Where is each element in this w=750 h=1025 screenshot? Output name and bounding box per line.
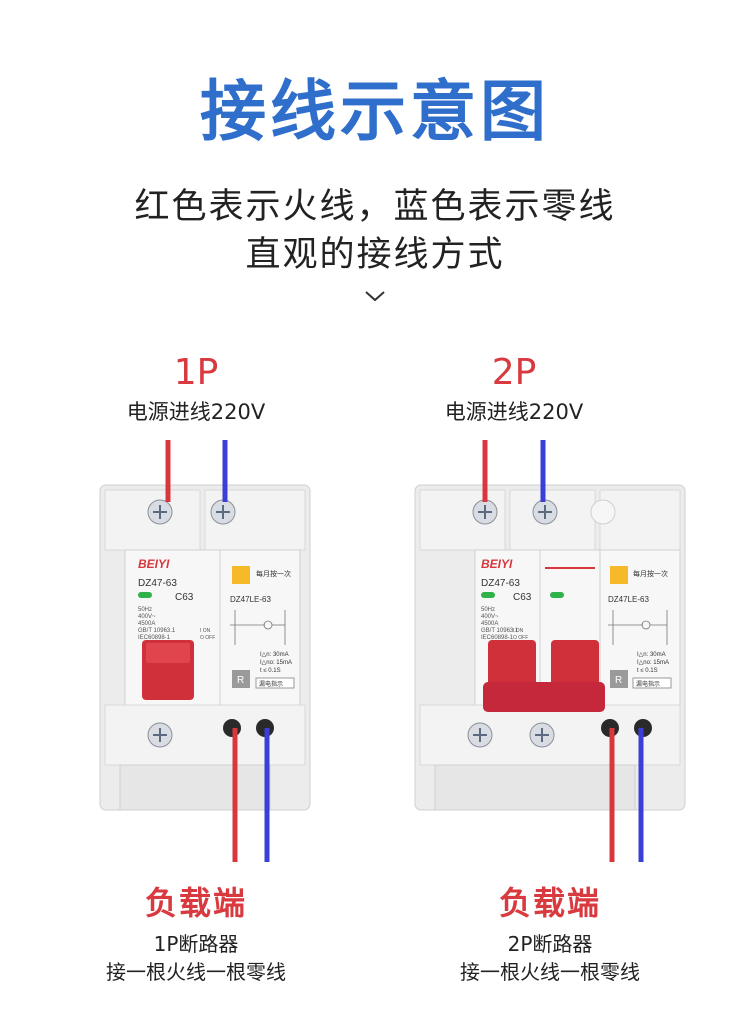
spec-text: 50Hz bbox=[138, 607, 152, 613]
screw-icon bbox=[147, 499, 173, 525]
off-label: O OFF bbox=[513, 635, 528, 641]
terminal-icon bbox=[223, 719, 241, 737]
left-input-label: 电源进线220V bbox=[126, 400, 266, 424]
screw-icon bbox=[467, 722, 493, 748]
rcd-spec: I△no: 15mA bbox=[637, 660, 669, 666]
on-label: I ON bbox=[513, 628, 524, 634]
chevron-down-icon bbox=[365, 291, 385, 302]
reset-label: R bbox=[237, 675, 244, 686]
left-breaker-diagram: BEIYI DZ47-63 C63 50Hz 400V~ 4500A GB/T … bbox=[99, 440, 311, 862]
rcd-spec: I△n: 30mA bbox=[260, 652, 289, 658]
rcd-model: DZ47LE-63 bbox=[608, 595, 649, 604]
spec-text: 4500A bbox=[138, 621, 155, 627]
spec-text: 400V~ bbox=[481, 614, 499, 620]
rcd-spec: t ≤ 0.1S bbox=[637, 668, 658, 674]
leak-indicator-label: 漏电指示 bbox=[636, 680, 660, 688]
rating-label: C63 bbox=[513, 592, 532, 603]
test-button[interactable] bbox=[232, 566, 250, 584]
right-desc-line-2: 接一根火线一根零线 bbox=[460, 960, 640, 984]
brand-logo: BEIYI bbox=[481, 557, 513, 571]
status-indicator bbox=[138, 592, 152, 598]
test-note: 每月按一次 bbox=[256, 569, 291, 578]
status-indicator bbox=[481, 592, 495, 598]
on-label: I ON bbox=[200, 628, 211, 634]
page-title: 接线示意图 bbox=[200, 73, 550, 150]
circuit-symbol-icon bbox=[230, 610, 286, 645]
rcd-model: DZ47LE-63 bbox=[230, 595, 271, 604]
reset-label: R bbox=[615, 675, 622, 686]
model-label: DZ47-63 bbox=[481, 578, 520, 589]
left-desc-line-1: 1P断路器 bbox=[153, 932, 239, 956]
right-desc-line-1: 2P断路器 bbox=[507, 932, 593, 956]
screw-icon bbox=[210, 499, 236, 525]
right-pole-title: 2P bbox=[491, 352, 537, 393]
spec-text: IEC60898-1 bbox=[138, 635, 171, 641]
screw-icon bbox=[147, 722, 173, 748]
circuit-symbol-icon bbox=[608, 610, 668, 645]
reset-button[interactable] bbox=[232, 670, 250, 688]
rcd-spec: I△n: 30mA bbox=[637, 652, 666, 658]
left-load-label: 负载端 bbox=[144, 884, 247, 922]
right-input-label: 电源进线220V bbox=[444, 400, 584, 424]
model-label: DZ47-63 bbox=[138, 578, 177, 589]
spec-text: 4500A bbox=[481, 621, 498, 627]
test-button[interactable] bbox=[610, 566, 628, 584]
spec-text: GB/T 10963.1 bbox=[481, 628, 519, 634]
spec-text: 400V~ bbox=[138, 614, 156, 620]
left-pole-title: 1P bbox=[173, 352, 219, 393]
reset-button[interactable] bbox=[610, 670, 628, 688]
rcd-spec: I△no: 15mA bbox=[260, 660, 292, 666]
screw-icon bbox=[529, 722, 555, 748]
screw-icon bbox=[472, 499, 498, 525]
right-load-label: 负载端 bbox=[498, 884, 601, 922]
leak-indicator-label: 漏电指示 bbox=[259, 680, 283, 688]
screw-icon bbox=[532, 499, 558, 525]
breaker-handle[interactable] bbox=[488, 640, 536, 690]
subtitle-line-2: 直观的接线方式 bbox=[245, 235, 505, 275]
rcd-spec: t ≤ 0.1S bbox=[260, 668, 281, 674]
spec-text: GB/T 10963.1 bbox=[138, 628, 176, 634]
spec-text: 50Hz bbox=[481, 607, 495, 613]
right-breaker-diagram: BEIYI DZ47-63 C63 50Hz 400V~ 4500A GB/T … bbox=[414, 440, 686, 862]
left-desc-line-2: 接一根火线一根零线 bbox=[106, 960, 286, 984]
spec-text: IEC60898-1 bbox=[481, 635, 514, 641]
brand-logo: BEIYI bbox=[138, 557, 170, 571]
handle-tie-bar bbox=[483, 682, 605, 712]
status-indicator bbox=[550, 592, 564, 598]
subtitle-line-1: 红色表示火线，蓝色表示零线 bbox=[134, 187, 616, 227]
test-note: 每月按一次 bbox=[633, 569, 668, 578]
breaker-handle[interactable] bbox=[551, 640, 599, 690]
off-label: O OFF bbox=[200, 635, 215, 641]
rating-label: C63 bbox=[175, 592, 194, 603]
